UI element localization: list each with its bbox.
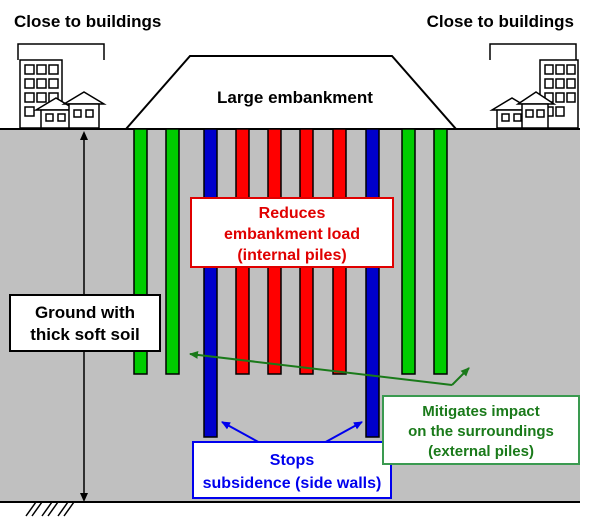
bedrock-hatch-icon (25, 501, 75, 517)
left-bracket-line (17, 43, 105, 60)
embankment-label: Large embankment (217, 88, 373, 107)
external-label-line2: on the surroundings (408, 423, 554, 440)
house-icon (33, 91, 107, 129)
side-wall-arrow-left (221, 421, 263, 445)
external-label-line1: Mitigates impact (422, 403, 540, 420)
external-label-line3: (external piles) (428, 443, 534, 460)
external-arrow-right (451, 367, 470, 386)
side-walls-label-box (192, 441, 392, 499)
side-wall-arrow-right (321, 421, 363, 445)
ground-label-box (9, 294, 161, 352)
side-wall (203, 128, 218, 438)
internal-label-line3: (internal piles) (237, 247, 346, 264)
internal-label-line2: embankment load (224, 226, 360, 243)
internal-label-line1: Reduces (259, 205, 326, 222)
right-bracket-line (489, 43, 577, 60)
external-pile (165, 128, 180, 375)
top-left-label: Close to buildings (14, 12, 161, 31)
side-wall (365, 128, 380, 438)
side-label-line1: Stops (270, 452, 315, 469)
apartment-building-icon (19, 59, 63, 129)
external-pile (433, 128, 448, 375)
ground-label-line1: Ground with (35, 303, 135, 322)
house-icon (489, 91, 557, 129)
external-pile (401, 128, 416, 375)
ground-label-line2: thick soft soil (30, 325, 140, 344)
external-arrow-left (189, 350, 453, 386)
internal-piles-label-box (190, 197, 394, 268)
top-right-label: Close to buildings (427, 12, 574, 31)
external-piles-label-box (382, 395, 580, 465)
side-label-line2: subsidence (side walls) (203, 475, 382, 492)
